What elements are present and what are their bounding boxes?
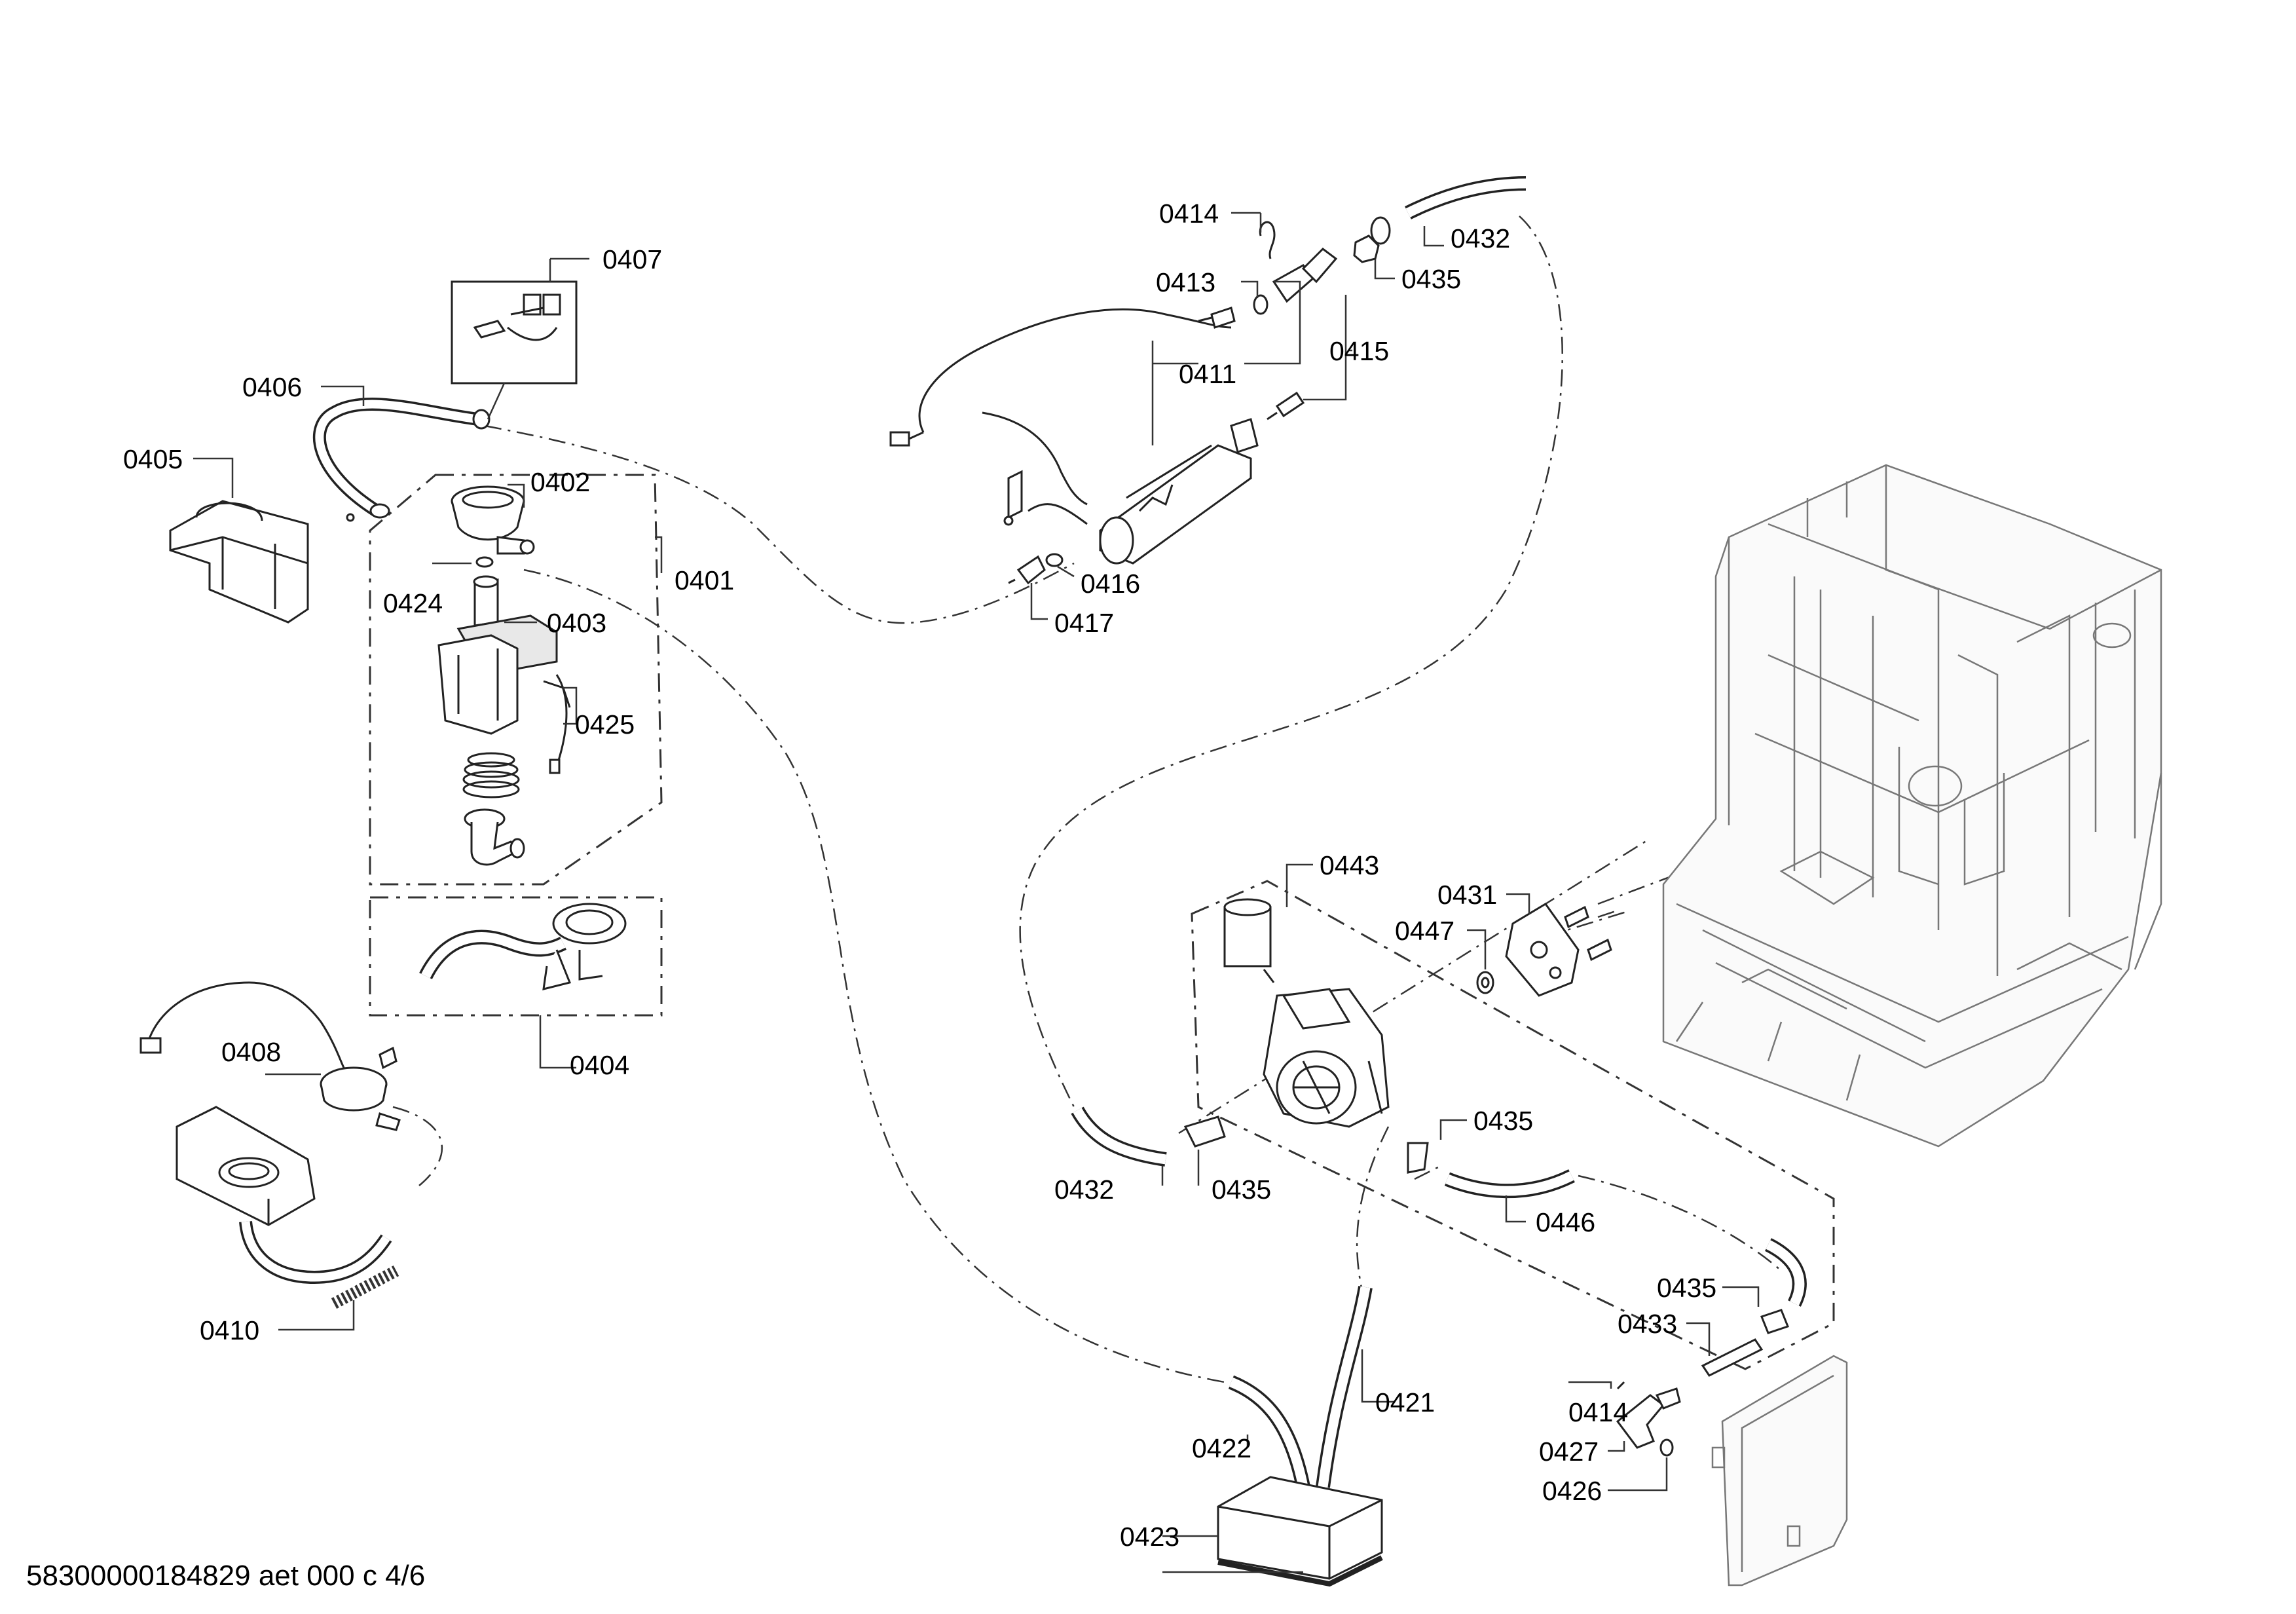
parts [139,176,1807,1587]
hose-0432-top [1405,176,1527,219]
part-labels: 0407 0406 0405 0402 0401 0424 0403 0425 … [123,198,1716,1552]
group-box-0404 [369,896,663,1017]
label-0403: 0403 [547,608,606,638]
hose-0410 [239,1220,399,1309]
document-reference: 58300000184829 aet 000 c 4/6 [26,1560,425,1592]
hose-routing-paths [392,216,1782,1383]
bracket-0431 [1505,903,1612,997]
drip-panel [1711,1355,1848,1586]
label-0401: 0401 [675,565,734,595]
label-0422: 0422 [1192,1433,1251,1463]
oring-0424 [475,556,494,568]
group-box-0401 [369,474,663,886]
label-0408: 0408 [221,1037,281,1067]
label-0421: 0421 [1375,1387,1435,1417]
label-0411: 0411 [1179,359,1236,389]
machine-frame [1662,464,2162,1148]
leader-lines [193,212,1760,1573]
elbow-0427 [1616,1381,1681,1457]
fitting-0435-right [1407,1142,1429,1174]
group-box-0443 [1191,880,1835,1370]
label-0435-top: 0435 [1401,264,1461,294]
label-0404: 0404 [570,1050,629,1080]
fittings-top [1198,216,1391,421]
label-0414-top: 0414 [1159,198,1219,229]
label-0435-mid: 0435 [1212,1174,1271,1205]
label-0415: 0415 [1329,336,1389,366]
washer-0447 [1476,971,1494,994]
pump-0443 [1223,898,1390,1128]
group-boxes [369,280,1835,1370]
elbow-0435-mid [1183,1116,1226,1148]
label-0446: 0446 [1536,1207,1595,1237]
clamp-0407 [473,293,561,341]
pump-0403 [437,575,568,774]
label-0435-lower: 0435 [1657,1273,1716,1303]
label-0423: 0423 [1120,1522,1179,1552]
elbow-connector [464,808,525,866]
bracket-0405 [169,500,309,624]
label-0413: 0413 [1156,267,1215,297]
tank-0423 [1217,1476,1383,1587]
hose-set-0404 [419,903,627,990]
label-0416: 0416 [1081,569,1140,599]
label-0406: 0406 [242,372,302,402]
label-0433: 0433 [1618,1309,1677,1339]
label-0432-mid: 0432 [1054,1174,1114,1205]
label-0407: 0407 [602,244,662,274]
label-0435-right: 0435 [1473,1106,1533,1136]
hose-0446 [1444,1169,1575,1199]
heater-0411 [889,308,1259,565]
label-0431: 0431 [1437,880,1497,910]
label-0414-bottom: 0414 [1568,1397,1628,1427]
hose-0432-mid [1071,1106,1167,1167]
label-0425: 0425 [575,709,635,740]
spring [462,752,520,798]
valve-0402 [451,485,535,555]
label-0410: 0410 [200,1315,259,1345]
pin-0433 [1701,1338,1764,1377]
hose-0435-lower [1760,1238,1807,1334]
label-0443: 0443 [1320,850,1379,880]
label-0424: 0424 [383,588,443,618]
flowmeter-0408 [139,981,401,1131]
label-0426: 0426 [1542,1476,1602,1506]
label-0402: 0402 [530,467,590,497]
label-0427: 0427 [1539,1436,1599,1467]
detail-box-0407 [451,280,578,385]
hoses-0421-0422 [1228,1286,1373,1489]
label-0405: 0405 [123,444,183,474]
label-0417: 0417 [1054,608,1114,638]
label-0432-top: 0432 [1451,223,1510,253]
tank-connector [176,1106,316,1226]
valve-0416-0417 [1008,553,1064,585]
label-0447: 0447 [1395,916,1454,946]
